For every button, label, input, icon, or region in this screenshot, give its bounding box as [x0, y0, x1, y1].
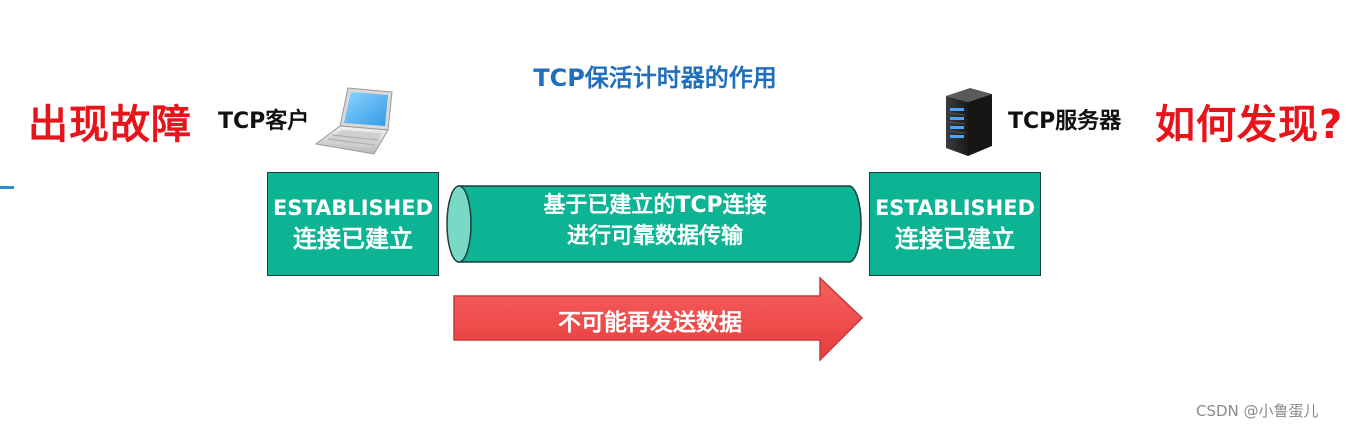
watermark: CSDN @小鲁蛋儿 — [1196, 402, 1319, 420]
client-state-box: ESTABLISHED 连接已建立 — [267, 172, 439, 276]
blocked-send-arrow — [453, 276, 864, 362]
server-label: TCP服务器 — [1008, 109, 1122, 134]
server-state: ESTABLISHED — [874, 196, 1036, 220]
pipe-label-line2: 进行可靠数据传输 — [566, 224, 743, 249]
left-edge-marker — [0, 186, 14, 189]
connection-pipe — [446, 185, 862, 263]
server-state-box: ESTABLISHED 连接已建立 — [869, 172, 1041, 276]
arrow-label: 不可能再发送数据 — [558, 310, 742, 336]
server-icon — [946, 88, 992, 156]
client-state-desc: 连接已建立 — [293, 225, 413, 253]
server-state-desc: 连接已建立 — [895, 225, 1015, 253]
pipe-label: 基于已建立的TCP连接 进行可靠数据传输 — [470, 190, 840, 252]
client-label: TCP客户 — [218, 109, 310, 134]
client-fault-text: 出现故障 — [28, 102, 192, 148]
laptop-icon — [314, 87, 393, 155]
diagram-title: TCP保活计时器的作用 — [533, 64, 777, 92]
pipe-label-line1: 基于已建立的TCP连接 — [543, 193, 767, 218]
server-question-text: 如何发现? — [1155, 102, 1344, 148]
client-state: ESTABLISHED — [272, 196, 434, 220]
